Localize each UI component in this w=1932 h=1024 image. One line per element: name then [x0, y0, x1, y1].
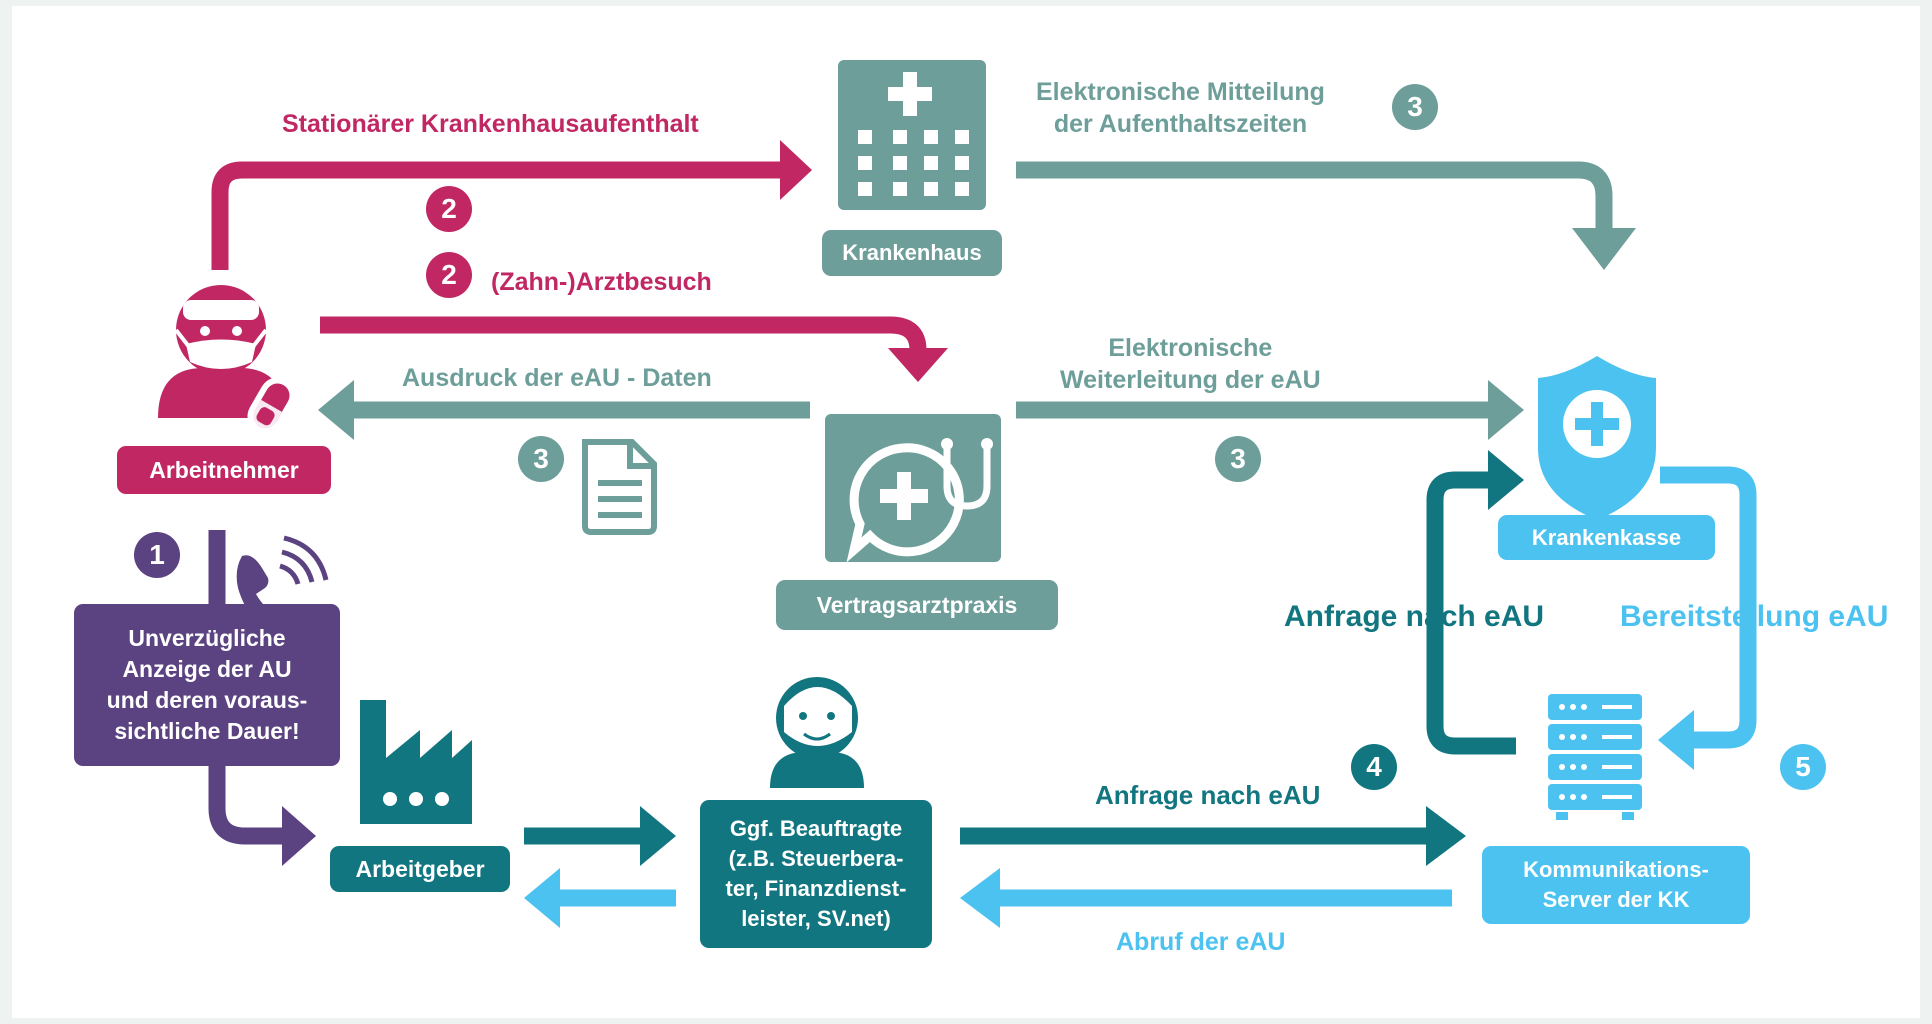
factory-icon	[360, 700, 472, 824]
person-icon	[770, 677, 864, 788]
node-anzeige-line2: Anzeige der AU	[122, 656, 292, 682]
step-badge-2-arztbesuch: 2	[426, 252, 472, 298]
label-weiterleitung-line2: Weiterleitung der eAU	[1060, 366, 1321, 394]
label-weiterleitung-line1: Elektronische	[1108, 334, 1273, 362]
arrow-anfrage-kk	[1426, 450, 1524, 755]
label-anfrage-kk: Anfrage nach eAU	[1284, 600, 1545, 633]
hospital-building-icon	[838, 60, 986, 210]
node-beauftragte: Ggf. Beauftragte (z.B. Steuerbera- ter, …	[700, 800, 932, 948]
node-anzeige-line3: und deren voraus-	[106, 687, 308, 713]
arrow-anfrage-server	[960, 806, 1466, 866]
arrow-anzeige	[208, 530, 316, 866]
node-beauftragte-line3: ter, Finanzdienst-	[725, 876, 907, 901]
step-badge-3-ausdruck: 3	[518, 436, 564, 482]
label-arztbesuch: (Zahn-)Arztbesuch	[491, 268, 712, 296]
arrow-bereitstellung	[1658, 466, 1757, 770]
arrow-ag-to-beauftragte	[524, 806, 676, 866]
node-server-line2: Server der KK	[1542, 887, 1690, 912]
node-krankenhaus: Krankenhaus	[822, 230, 1002, 276]
step-badge-3-weiterleitung: 3	[1215, 436, 1261, 482]
node-server-line1: Kommunikations-	[1523, 857, 1709, 882]
step-badge-2-stationaer: 2	[426, 186, 472, 232]
label-mitteilung-line1: Elektronische Mitteilung	[1036, 78, 1325, 106]
arrow-weiterleitung	[1016, 380, 1524, 440]
node-arbeitnehmer: Arbeitnehmer	[117, 446, 331, 494]
label-stationaer: Stationärer Krankenhausaufenthalt	[282, 110, 699, 138]
label-anfrage-server: Anfrage nach eAU	[1095, 780, 1321, 810]
arrow-mitteilung	[1016, 161, 1636, 270]
masked-worker-with-pill-icon	[158, 285, 296, 435]
node-beauftragte-line1: Ggf. Beauftragte	[729, 816, 903, 841]
arrow-stationaer	[211, 140, 812, 270]
node-beauftragte-line4: leister, SV.net)	[741, 906, 891, 931]
node-vertragsarztpraxis: Vertragsarztpraxis	[776, 580, 1058, 630]
node-anzeige-line4: sichtliche Dauer!	[114, 718, 300, 744]
label-bereitstellung: Bereitstellung eAU	[1620, 600, 1889, 633]
document-icon	[582, 439, 657, 535]
label-weiterleitung: Elektronische Weiterleitung der eAU	[1060, 332, 1321, 396]
label-mitteilung: Elektronische Mitteilung der Aufenthalts…	[1036, 76, 1325, 140]
arrow-abruf	[960, 868, 1452, 928]
node-anzeige-line1: Unverzügliche	[128, 625, 286, 651]
label-ausdruck: Ausdruck der eAU - Daten	[402, 364, 712, 392]
step-badge-3-mitteilung: 3	[1392, 84, 1438, 130]
node-arbeitgeber: Arbeitgeber	[330, 846, 510, 892]
node-server: Kommunikations- Server der KK	[1482, 846, 1750, 924]
arrow-arztbesuch	[320, 316, 948, 382]
label-mitteilung-line2: der Aufenthaltszeiten	[1053, 110, 1308, 138]
doctor-stethoscope-icon	[825, 414, 1001, 563]
label-abruf: Abruf der eAU	[1116, 928, 1286, 956]
shield-cross-icon	[1538, 356, 1656, 520]
arrow-beauftragte-to-ag	[524, 868, 676, 928]
node-beauftragte-line2: (z.B. Steuerbera-	[728, 846, 904, 871]
arrow-ausdruck	[318, 380, 810, 440]
step-badge-4: 4	[1351, 744, 1397, 790]
server-rack-icon	[1548, 694, 1642, 820]
step-badge-1: 1	[134, 532, 180, 578]
step-badge-5: 5	[1780, 744, 1826, 790]
node-krankenkasse: Krankenkasse	[1498, 515, 1715, 560]
node-anzeige: Unverzügliche Anzeige der AU und deren v…	[74, 604, 340, 766]
